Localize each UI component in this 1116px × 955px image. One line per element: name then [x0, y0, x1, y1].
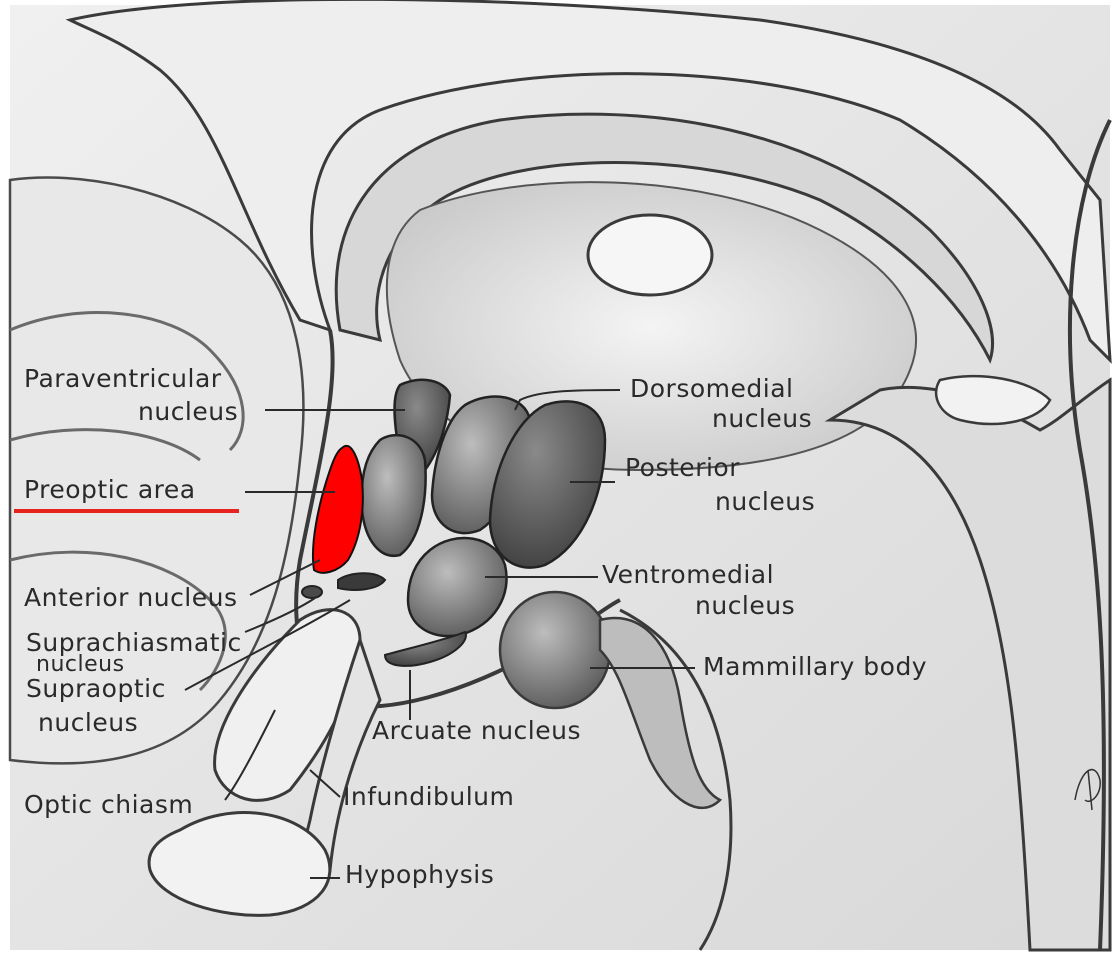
label-dorsomedial-line1: Dorsomedial: [630, 374, 793, 404]
label-arcuate-nucleus: Arcuate nucleus: [372, 716, 581, 746]
label-posterior-line1: Posterior: [625, 453, 740, 483]
label-preoptic-area: Preoptic area: [24, 475, 196, 505]
label-optic-chiasm: Optic chiasm: [24, 790, 193, 820]
label-infundibulum: Infundibulum: [343, 782, 514, 812]
label-ventromedial-line2: nucleus: [695, 591, 795, 621]
label-anterior-nucleus: Anterior nucleus: [24, 583, 238, 613]
label-hypophysis: Hypophysis: [345, 860, 494, 890]
label-paraventricular-line2: nucleus: [138, 397, 238, 427]
label-supraoptic-line2: nucleus: [38, 708, 138, 738]
label-suprachiasmatic-line2: nucleus: [36, 654, 125, 676]
label-ventromedial-line1: Ventromedial: [602, 560, 774, 590]
label-supraoptic-line1: Supraoptic: [26, 674, 166, 704]
label-mammillary-body: Mammillary body: [703, 652, 927, 682]
label-paraventricular-line1: Paraventricular: [24, 364, 222, 394]
mammillary-body-shape: [500, 592, 610, 708]
interthalamic-adhesion: [588, 215, 712, 295]
label-posterior-line2: nucleus: [715, 487, 815, 517]
supraoptic-nucleus-shape: [302, 586, 322, 598]
label-dorsomedial-line2: nucleus: [712, 404, 812, 434]
